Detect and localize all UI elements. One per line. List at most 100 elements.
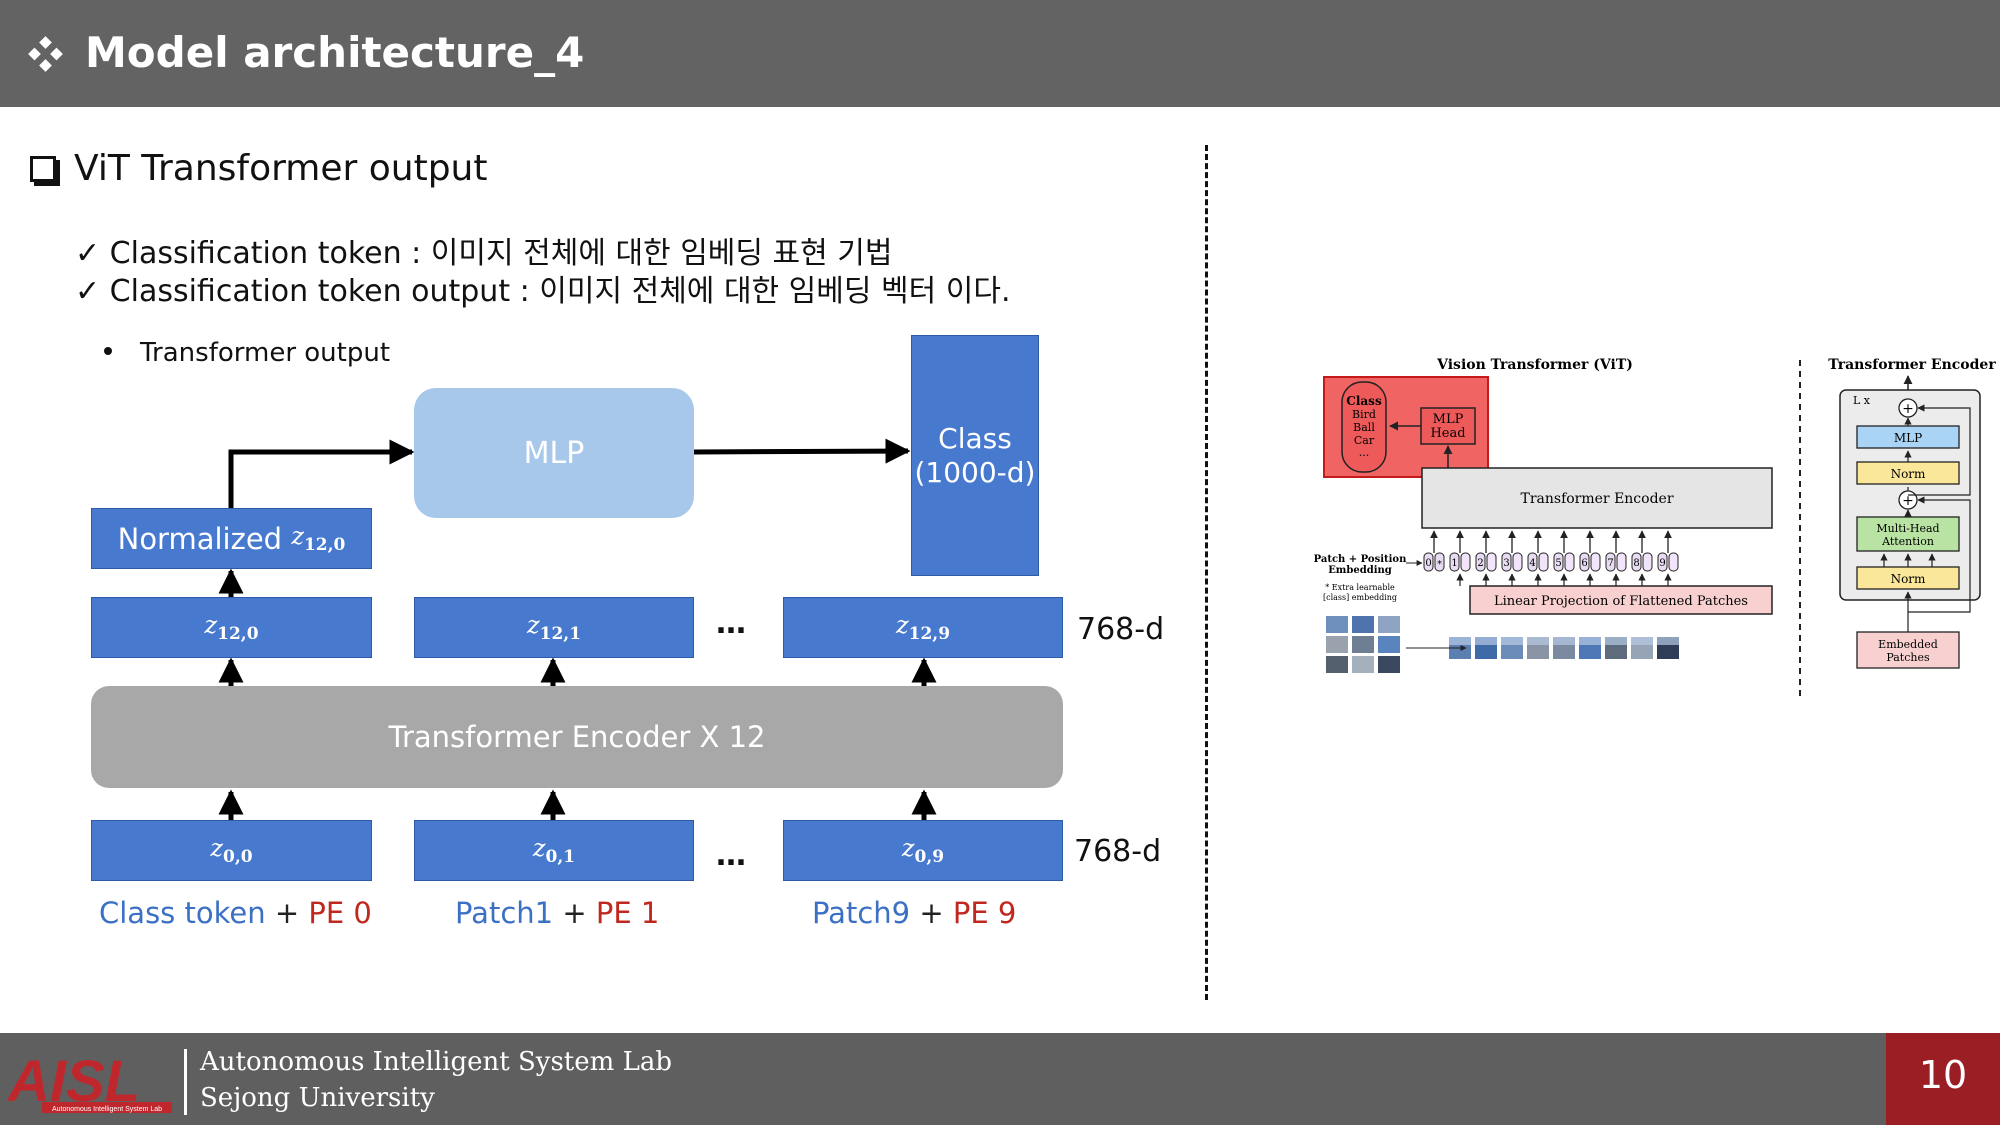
svg-text:[class] embedding: [class] embedding (1323, 593, 1397, 602)
svg-text:+: + (1902, 493, 1914, 509)
dim-label-top: 768-d (1077, 612, 1165, 647)
diagram-connectors (218, 438, 937, 820)
caption-class-token: Class token + PE 0 (99, 896, 372, 930)
vit-embedding-pill (1668, 552, 1679, 572)
vit-source-image-tile (1352, 616, 1374, 633)
output-token-1: z12,1 (414, 597, 694, 658)
vit-patch-sky (1605, 637, 1627, 645)
svg-text:Embedded: Embedded (1878, 638, 1938, 651)
vit-patch-sky (1475, 637, 1497, 645)
svg-text:Bird: Bird (1352, 408, 1376, 421)
svg-text:Norm: Norm (1891, 572, 1926, 586)
slide-title: Model architecture_4 (85, 28, 585, 77)
footer-bar: AISL Autonomous Intelligent System Lab A… (0, 1033, 2000, 1125)
svg-text:MLP: MLP (1433, 412, 1464, 427)
vit-reference-figure: Vision Transformer (ViT) Class Bird Ball… (1314, 357, 1996, 698)
vit-patch-sky (1631, 637, 1653, 645)
vit-position-number: 1 (1451, 558, 1457, 569)
vit-position-pill (1423, 552, 1434, 572)
bullet-dot-icon (104, 347, 112, 355)
transformer-encoder-box: Transformer Encoder X 12 (91, 686, 1063, 788)
caption-patch9: Patch9 + PE 9 (812, 896, 1017, 930)
vit-embedding-pill (1460, 552, 1471, 572)
vit-source-image-tile (1378, 636, 1400, 653)
vit-position-number: 8 (1633, 558, 1639, 569)
vit-patch-sky (1657, 637, 1679, 645)
vit-class-star: * (1437, 559, 1442, 570)
vit-patch-sky (1579, 637, 1601, 645)
caption-patch1: Patch1 + PE 1 (455, 896, 660, 930)
vit-source-image-tile (1378, 656, 1400, 673)
svg-text:Head: Head (1430, 426, 1465, 441)
class-output-box: Class (1000-d) (911, 335, 1039, 576)
vit-embedding-pill (1564, 552, 1575, 572)
checkbox-bullet-icon (30, 156, 56, 182)
footer-separator (184, 1049, 187, 1115)
vit-embedding-pill (1538, 552, 1549, 572)
vit-position-number: 6 (1581, 558, 1587, 569)
svg-text:Linear Projection of Flattened: Linear Projection of Flattened Patches (1494, 594, 1748, 609)
vit-position-number: 2 (1477, 558, 1483, 569)
vit-patch-sky (1553, 637, 1575, 645)
vit-embedding-pill (1486, 552, 1497, 572)
vit-position-pill (1657, 552, 1668, 572)
vit-position-pill (1449, 552, 1460, 572)
input-token-9: z0,9 (783, 820, 1063, 881)
svg-text:Class: Class (1346, 394, 1382, 408)
vit-position-pill (1631, 552, 1642, 572)
vit-source-image-tile (1326, 656, 1348, 673)
vit-embedding-pill (1512, 552, 1523, 572)
vit-source-image-tile (1326, 636, 1348, 653)
svg-text:Car: Car (1354, 434, 1375, 447)
svg-text:L x: L x (1853, 394, 1871, 407)
vit-embedding-pill (1590, 552, 1601, 572)
footer-lab-name: Autonomous Intelligent System Lab (200, 1047, 672, 1077)
bullet-item: Transformer output (104, 338, 390, 368)
vertical-divider (1205, 145, 1208, 1000)
page-number-box: 10 (1886, 1033, 2000, 1125)
vit-position-pill (1527, 552, 1538, 572)
vit-source-image-tile (1352, 636, 1374, 653)
vit-source-image-tile (1378, 616, 1400, 633)
ellipsis-bottom: … (716, 838, 748, 873)
svg-text:Attention: Attention (1881, 535, 1934, 548)
vit-embedding-pill (1434, 552, 1445, 572)
vit-patch-sky (1527, 637, 1549, 645)
vit-source-image-tile (1326, 616, 1348, 633)
vit-position-number: 5 (1555, 558, 1561, 569)
section-title: ViT Transformer output (30, 148, 487, 189)
svg-text:+: + (1902, 401, 1914, 417)
vit-patch-sky (1449, 637, 1471, 645)
svg-text:Transformer Encoder: Transformer Encoder (1520, 491, 1673, 507)
svg-text:Multi-Head: Multi-Head (1876, 522, 1939, 535)
input-token-0: z0,0 (91, 820, 372, 881)
input-token-1: z0,1 (414, 820, 694, 881)
ellipsis-top: … (716, 606, 748, 641)
vit-position-number: 0 (1425, 558, 1431, 569)
normalized-box: Normalized z12,0 (91, 508, 372, 569)
vit-position-number: 7 (1607, 558, 1613, 569)
output-token-0: z12,0 (91, 597, 372, 658)
vit-position-pill (1501, 552, 1512, 572)
aisl-logo: AISL Autonomous Intelligent System Lab (8, 1049, 172, 1114)
svg-text:Transformer Encoder: Transformer Encoder (1828, 357, 1996, 373)
vit-position-pill (1579, 552, 1590, 572)
dim-label-bottom: 768-d (1074, 834, 1162, 869)
vit-embedding-pill (1642, 552, 1653, 572)
svg-text:* Extra learnable: * Extra learnable (1325, 583, 1395, 592)
svg-text:MLP: MLP (1894, 431, 1922, 445)
vit-title: Vision Transformer (ViT) (1436, 357, 1633, 373)
header-bar: Model architecture_4 (0, 0, 2000, 107)
check-item-2: ✓ Classification token output : 이미지 전체에 … (75, 274, 1011, 309)
page-number: 10 (1918, 1053, 1968, 1097)
vit-position-number: 3 (1503, 558, 1509, 569)
vit-embedding-pill (1616, 552, 1627, 572)
check-item-1: ✓ Classification token : 이미지 전체에 대한 임베딩 … (75, 236, 893, 271)
svg-text:...: ... (1359, 446, 1370, 459)
svg-text:Patches: Patches (1886, 651, 1930, 664)
svg-text:Embedding: Embedding (1328, 565, 1392, 576)
svg-text:Ball: Ball (1353, 421, 1375, 434)
vit-source-image-tile (1352, 656, 1374, 673)
mlp-box: MLP (414, 388, 694, 518)
svg-text:Patch + Position: Patch + Position (1314, 554, 1407, 565)
